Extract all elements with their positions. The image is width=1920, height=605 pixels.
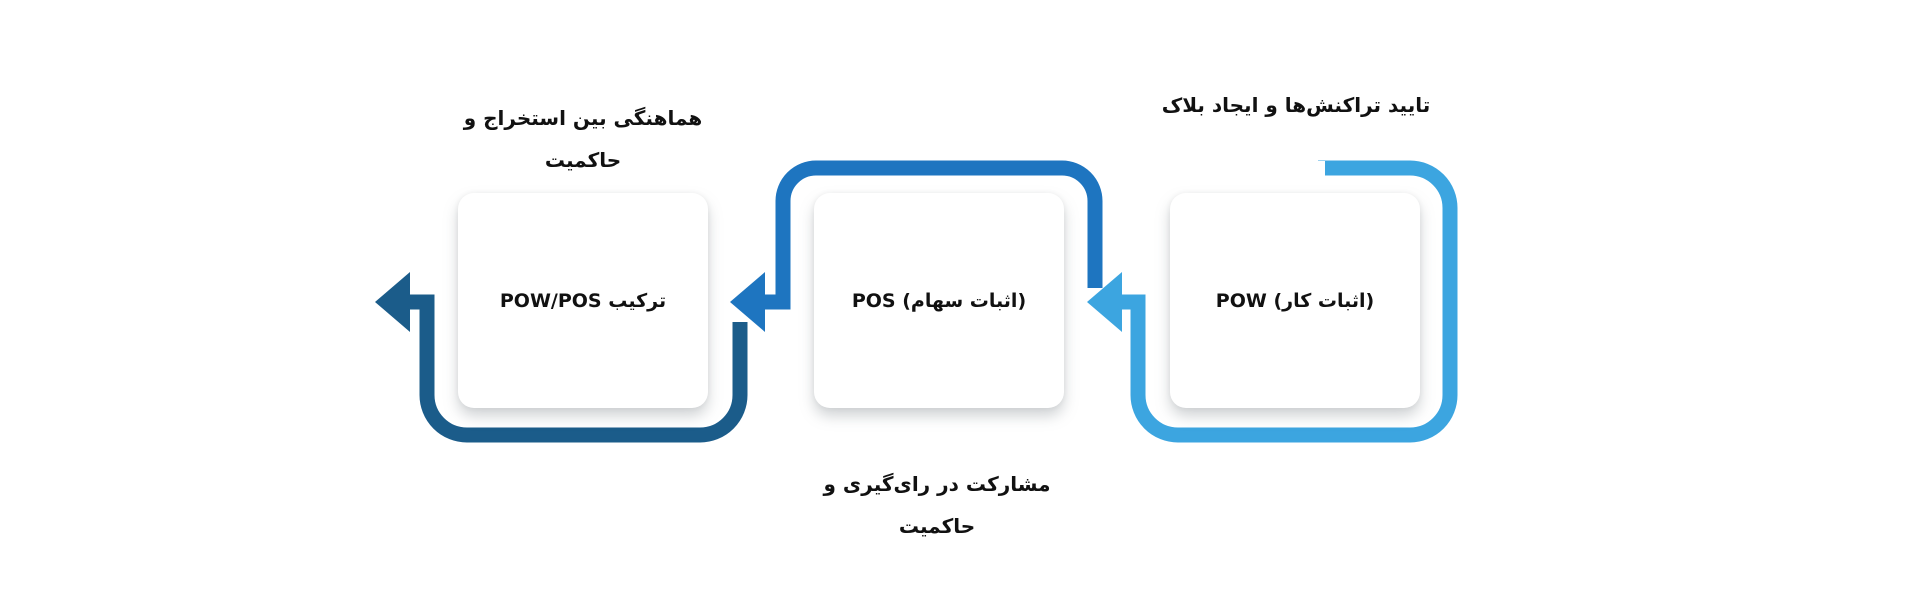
step-title: ترکیب POW/POS xyxy=(499,289,667,312)
step-caption-hybrid: هماهنگی بین استخراج و حاکمیت xyxy=(463,106,703,172)
arrow-step3 xyxy=(375,272,748,443)
step-caption-pow: تایید تراکنش‌ها و ایجاد بلاک xyxy=(1161,93,1431,117)
arrow-step1 xyxy=(1087,160,1458,443)
step-caption-pos: مشارکت در رای‌گیری و حاکمیت xyxy=(823,472,1051,538)
arrow-step2 xyxy=(730,160,1103,332)
step-box-pow: POW (اثبات کار) xyxy=(1170,193,1420,408)
step-title: POS (اثبات سهام) xyxy=(851,289,1027,312)
step-box-pos: POS (اثبات سهام) xyxy=(814,193,1064,408)
step-box-hybrid: ترکیب POW/POS xyxy=(458,193,708,408)
step-title: POW (اثبات کار) xyxy=(1215,289,1375,312)
